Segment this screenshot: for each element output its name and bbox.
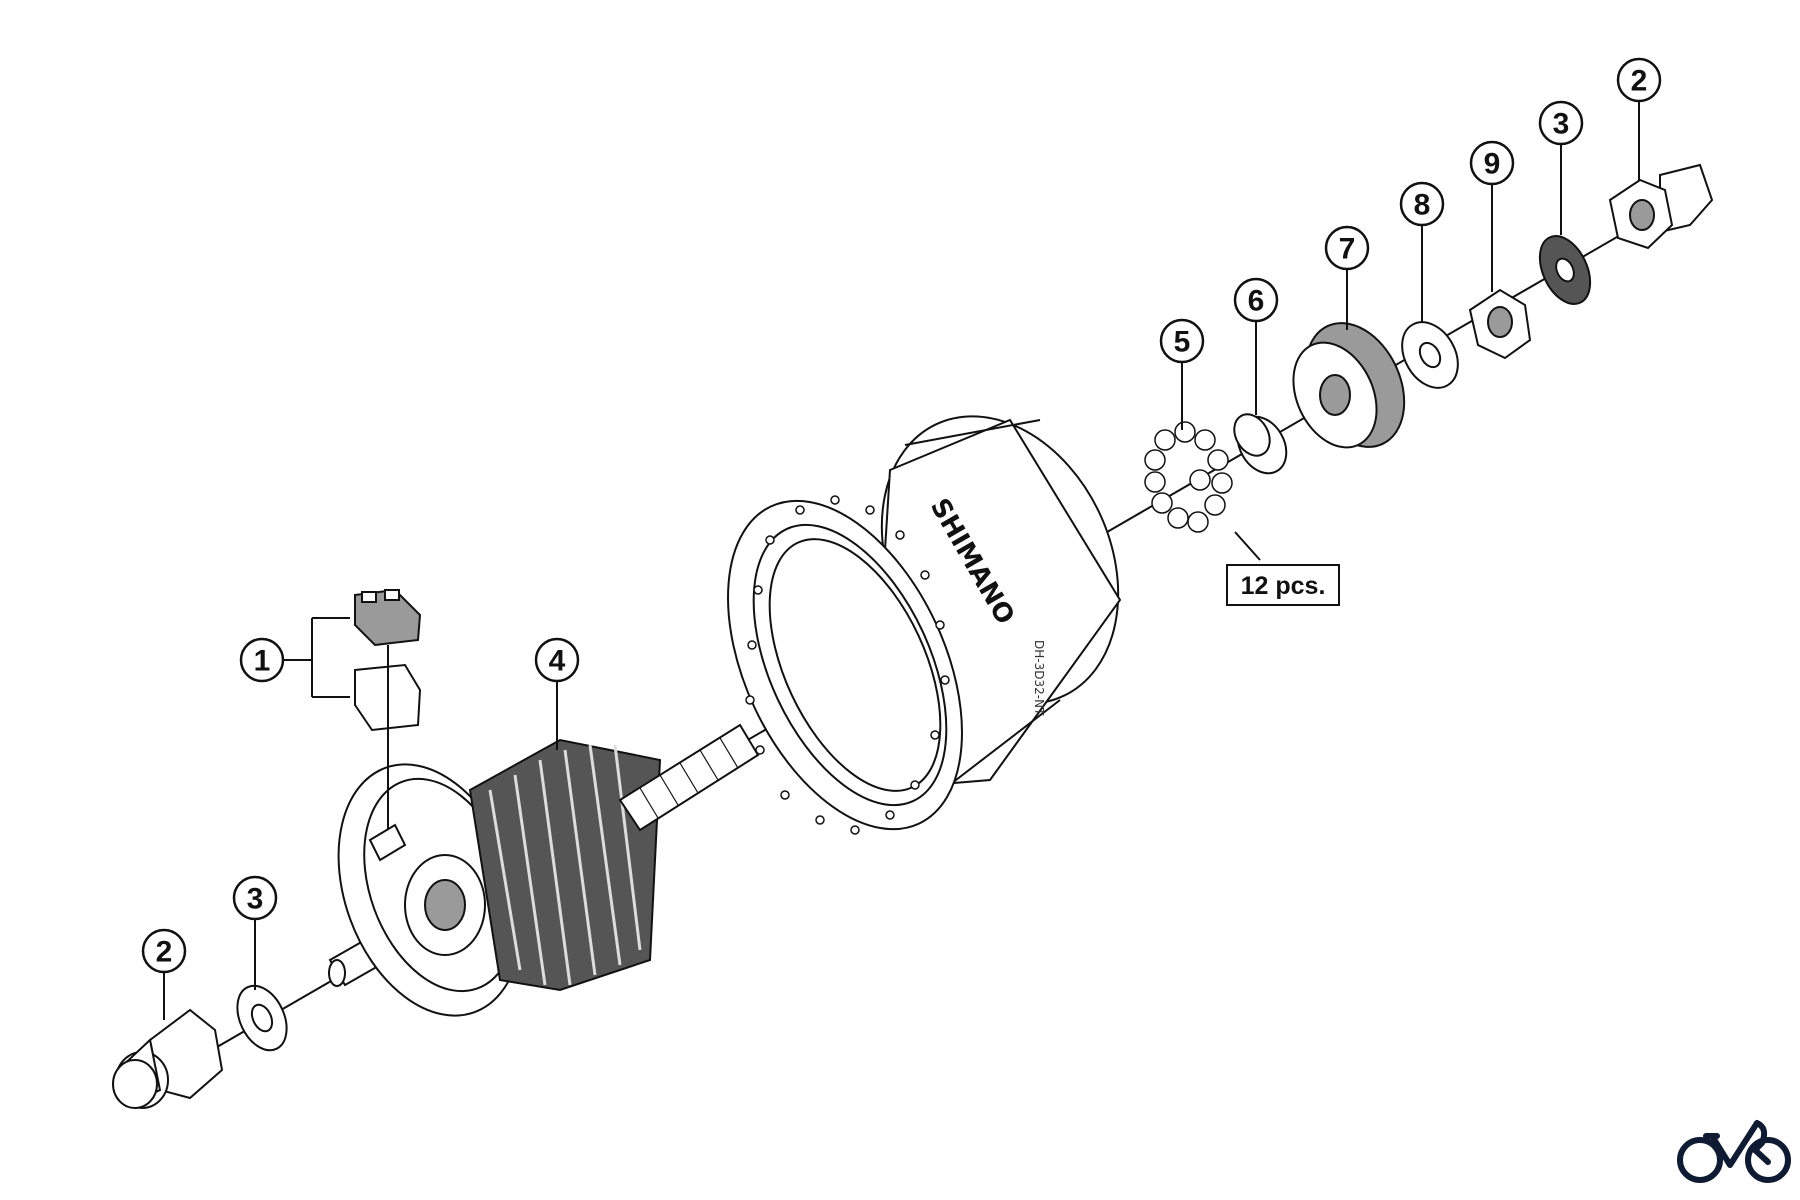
callout-3-left: 3 — [232, 875, 278, 921]
callout-1: 1 — [239, 637, 285, 683]
svg-text:2: 2 — [156, 936, 173, 969]
svg-text:2: 2 — [1631, 65, 1648, 98]
part-hub-shell: SHIMANO DH-3D32-NT — [727, 415, 1122, 835]
hub-model-text: DH-3D32-NT — [1032, 640, 1046, 716]
part-ball-bearings — [1144, 421, 1233, 533]
part-axle-thread — [618, 723, 760, 832]
part-lock-nut — [1468, 288, 1532, 360]
callout-8: 8 — [1399, 181, 1445, 227]
quantity-note-text: 12 pcs. — [1241, 572, 1326, 600]
svg-text:6: 6 — [1248, 285, 1265, 318]
part-axle-nut-right — [1608, 163, 1714, 250]
svg-text:3: 3 — [247, 883, 264, 916]
part-axle-nut-left — [112, 1008, 224, 1109]
callout-5: 5 — [1159, 318, 1205, 364]
callout-9: 9 — [1469, 140, 1515, 186]
callout-2-left: 2 — [141, 928, 187, 974]
part-connector — [354, 588, 422, 830]
part-washer — [1401, 321, 1459, 389]
bicycle-logo-icon — [1677, 1120, 1791, 1183]
svg-text:5: 5 — [1174, 326, 1191, 359]
callout-7: 7 — [1324, 225, 1370, 271]
leader-lines — [163, 102, 1640, 1020]
svg-text:9: 9 — [1484, 148, 1501, 181]
callout-3-right: 3 — [1538, 100, 1584, 146]
quantity-note: 12 pcs. — [1226, 564, 1340, 606]
part-lock-washer-right — [1538, 235, 1592, 305]
part-armature-unit — [337, 738, 662, 1017]
part-dust-cap — [1292, 322, 1406, 449]
svg-text:7: 7 — [1339, 233, 1356, 266]
part-lock-washer-left — [236, 984, 288, 1052]
callout-4: 4 — [534, 637, 580, 683]
callout-2-right: 2 — [1616, 57, 1662, 103]
callout-6: 6 — [1233, 277, 1279, 323]
part-cone — [1233, 413, 1288, 475]
svg-text:1: 1 — [254, 645, 271, 678]
svg-text:8: 8 — [1414, 189, 1431, 222]
svg-text:4: 4 — [549, 645, 566, 678]
svg-text:3: 3 — [1553, 108, 1570, 141]
